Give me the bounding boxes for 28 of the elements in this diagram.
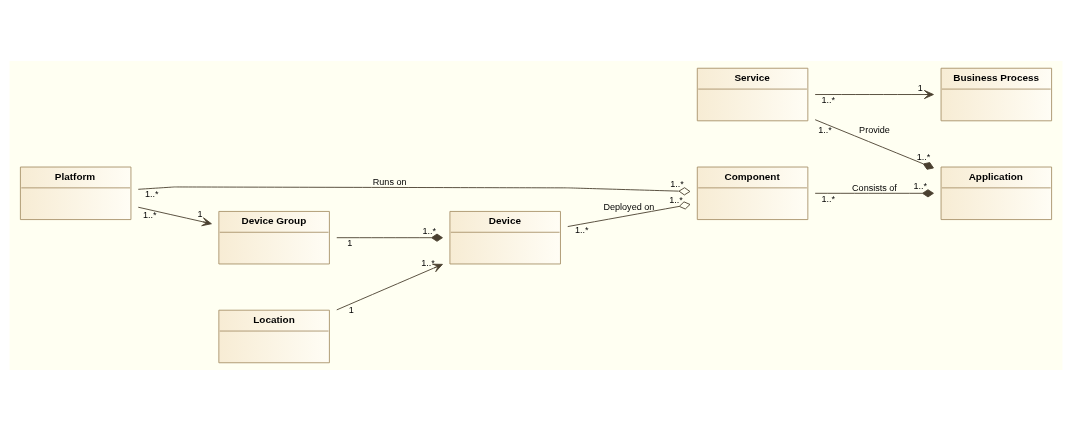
- arrow: [814, 89, 934, 99]
- label: 1..*: [818, 124, 832, 135]
- label: 1: [197, 208, 203, 219]
- edge-label: Deployed on: [603, 201, 655, 212]
- label: 1..*: [913, 180, 928, 191]
- edge-label: Runs on: [372, 176, 407, 187]
- label: 1..*: [821, 94, 836, 105]
- label: 1..*: [916, 151, 931, 162]
- label: 1: [347, 237, 353, 248]
- edge-label: Provide: [859, 124, 890, 135]
- label: 1..*: [422, 225, 437, 236]
- label: 1..*: [821, 193, 836, 204]
- connector: [336, 233, 443, 242]
- label: 1..*: [670, 178, 684, 189]
- label: 1..*: [574, 224, 589, 235]
- connector: [814, 118, 934, 170]
- label: 1: [917, 82, 923, 93]
- edge-label: Consists of: [852, 182, 897, 193]
- label: 1..*: [421, 257, 435, 268]
- label: 1..*: [144, 188, 159, 199]
- connector: [567, 200, 691, 227]
- label: 1: [348, 304, 354, 315]
- label: 1..*: [142, 209, 157, 220]
- arrow: [336, 263, 443, 310]
- arrow: [137, 206, 212, 226]
- connector: [814, 188, 934, 197]
- connector: [137, 186, 691, 195]
- label: 1..*: [669, 194, 683, 205]
